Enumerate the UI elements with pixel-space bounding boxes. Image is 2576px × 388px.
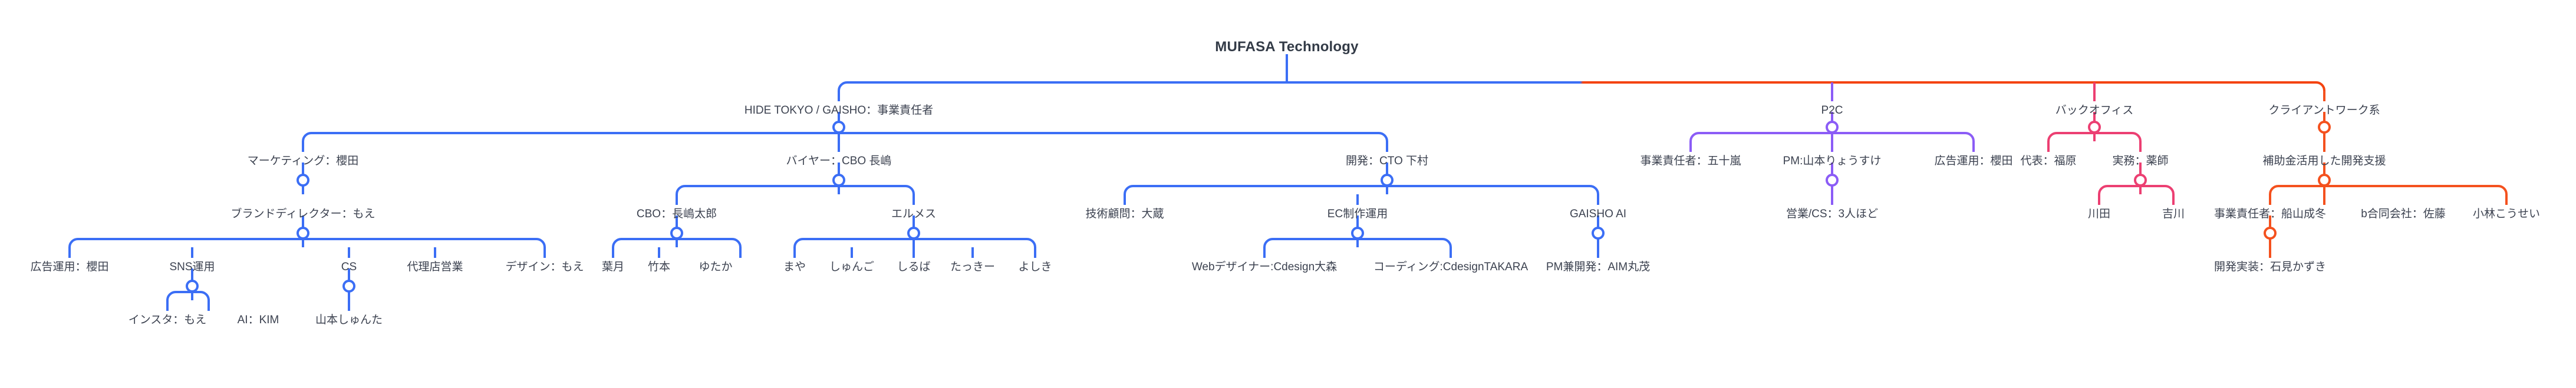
node-gaisho-ai[interactable]: GAISHO AI: [1570, 208, 1626, 220]
node-yutaka[interactable]: ゆたか: [699, 261, 732, 273]
node-backoffice-ops-label: 実務：薬師: [2112, 155, 2169, 167]
node-cw-bgodo[interactable]: b合同会社：佐藤: [2361, 208, 2446, 220]
node-takemoto[interactable]: 竹本: [648, 261, 670, 273]
node-coding-label: コーディング:CdesignTAKARA: [1373, 261, 1529, 273]
node-cw-impl[interactable]: 開発実装：石見かずき: [2214, 261, 2326, 273]
node-p2c-lead-label: 事業責任者：五十嵐: [1640, 155, 1741, 167]
node-hazuki[interactable]: 葉月: [602, 261, 624, 273]
node-marketing-label: マーケティング：櫻田: [247, 155, 359, 167]
node-tech-advisor-label: 技術顧問：大蔵: [1085, 208, 1164, 220]
node-hide-tokyo-label: HIDE TOKYO / GAISHO：事業責任者: [744, 104, 934, 117]
node-web-designer-label: Webデザイナー:Cdesign大森: [1191, 261, 1338, 273]
node-tech-advisor[interactable]: 技術顧問：大蔵: [1085, 208, 1164, 220]
node-kawada[interactable]: 川田: [2088, 208, 2110, 220]
node-ads-sakurada-label: 広告運用：櫻田: [30, 261, 109, 273]
node-backoffice[interactable]: バックオフィス: [2055, 105, 2134, 116]
node-cw-kobayashi-label: 小林こうせい: [2472, 208, 2541, 220]
node-dev[interactable]: 開発：CTO 下村: [1346, 155, 1428, 167]
node-cw-lead[interactable]: 事業責任者：船山成冬: [2214, 208, 2326, 220]
node-pm-dev-label: PM兼開発：AIM丸茂: [1546, 261, 1651, 273]
node-yoshiki-label: よしき: [1018, 261, 1052, 273]
node-buyer-label: バイヤー：CBO 長嶋: [786, 155, 892, 167]
node-shiruba-label: しるば: [897, 261, 931, 273]
node-insta-moe[interactable]: インスタ：もえ: [129, 314, 207, 326]
node-cw-impl-label: 開発実装：石見かずき: [2213, 261, 2327, 273]
node-yoshiki[interactable]: よしき: [1018, 261, 1052, 273]
node-hermes-label: エルメス: [891, 208, 937, 220]
node-p2c-pm-label: PM:山本りょうすけ: [1783, 155, 1882, 167]
node-clientwork-label: クライアントワーク系: [2268, 104, 2380, 117]
node-p2c-lead[interactable]: 事業責任者：五十嵐: [1640, 155, 1741, 167]
node-design-moe-label: デザイン：もえ: [505, 261, 584, 273]
node-cs-label: CS: [341, 261, 357, 273]
node-p2c-label: P2C: [1821, 104, 1843, 117]
node-cw-bgodo-label: b合同会社：佐藤: [2361, 208, 2446, 220]
node-yamamoto-shunta-label: 山本しゅんた: [315, 314, 383, 326]
node-ec-production[interactable]: EC制作運用: [1327, 208, 1388, 220]
node-dev-label: 開発：CTO 下村: [1345, 155, 1429, 167]
node-root[interactable]: MUFASA Technology: [1215, 40, 1358, 54]
node-pm-dev[interactable]: PM兼開発：AIM丸茂: [1546, 261, 1650, 273]
node-root-label: MUFASA Technology: [1215, 39, 1359, 55]
node-cbo-nagashima[interactable]: CBO：長嶋太郎: [637, 208, 717, 220]
node-sns[interactable]: SNS運用: [169, 261, 215, 273]
node-maya[interactable]: まや: [783, 261, 806, 273]
node-backoffice-rep-label: 代表：福原: [2020, 155, 2077, 167]
node-p2c[interactable]: P2C: [1821, 105, 1843, 116]
node-cs[interactable]: CS: [341, 261, 357, 273]
node-ec-production-label: EC制作運用: [1327, 208, 1388, 220]
node-hermes[interactable]: エルメス: [891, 208, 936, 220]
node-clientwork[interactable]: クライアントワーク系: [2268, 105, 2380, 116]
node-yoshikawa-label: 吉川: [2162, 208, 2185, 220]
node-ai-kim[interactable]: AI：KIM: [238, 314, 279, 326]
node-sns-label: SNS運用: [169, 261, 215, 273]
node-brand-director[interactable]: ブランドディレクター：もえ: [231, 208, 375, 220]
node-design-moe[interactable]: デザイン：もえ: [505, 261, 584, 273]
node-p2c-sales-label: 営業/CS：3人ほど: [1786, 208, 1879, 220]
node-hazuki-label: 葉月: [601, 261, 625, 273]
node-cw-kobayashi[interactable]: 小林こうせい: [2473, 208, 2540, 220]
node-cbo-nagashima-label: CBO：長嶋太郎: [636, 208, 717, 220]
node-kawada-label: 川田: [2087, 208, 2111, 220]
node-takemoto-label: 竹本: [647, 261, 671, 273]
node-coding[interactable]: コーディング:CdesignTAKARA: [1373, 261, 1528, 273]
node-ai-kim-label: AI：KIM: [237, 314, 279, 326]
node-shungo[interactable]: しゅんご: [829, 261, 874, 273]
node-buyer[interactable]: バイヤー：CBO 長嶋: [786, 155, 892, 167]
node-insta-moe-label: インスタ：もえ: [128, 314, 207, 326]
node-p2c-sales[interactable]: 営業/CS：3人ほど: [1786, 208, 1878, 220]
node-cw-lead-label: 事業責任者：船山成冬: [2213, 208, 2327, 220]
node-takkii-label: たっきー: [950, 261, 996, 273]
node-shiruba[interactable]: しるば: [897, 261, 930, 273]
node-web-designer[interactable]: Webデザイナー:Cdesign大森: [1192, 261, 1337, 273]
node-agency-sales-label: 代理店営業: [407, 261, 463, 273]
node-cw-support[interactable]: 補助金活用した開発支援: [2262, 155, 2386, 167]
node-p2c-pm[interactable]: PM:山本りょうすけ: [1783, 155, 1882, 167]
node-ads-sakurada[interactable]: 広告運用：櫻田: [30, 261, 108, 273]
node-agency-sales[interactable]: 代理店営業: [407, 261, 463, 273]
node-maya-label: まや: [783, 261, 806, 273]
node-takkii[interactable]: たっきー: [950, 261, 995, 273]
node-hide-tokyo[interactable]: HIDE TOKYO / GAISHO：事業責任者: [745, 105, 933, 116]
node-p2c-ads[interactable]: 広告運用：櫻田: [1934, 155, 2012, 167]
node-marketing[interactable]: マーケティング：櫻田: [248, 155, 358, 167]
node-backoffice-rep[interactable]: 代表：福原: [2020, 155, 2076, 167]
node-yoshikawa[interactable]: 吉川: [2162, 208, 2185, 220]
node-cw-support-label: 補助金活用した開発支援: [2262, 155, 2386, 167]
node-yutaka-label: ゆたか: [699, 261, 733, 273]
node-shungo-label: しゅんご: [829, 261, 875, 273]
node-backoffice-label: バックオフィス: [2055, 104, 2134, 117]
node-yamamoto-shunta[interactable]: 山本しゅんた: [315, 314, 383, 326]
node-p2c-ads-label: 広告運用：櫻田: [1934, 155, 2013, 167]
node-backoffice-ops[interactable]: 実務：薬師: [2112, 155, 2168, 167]
node-gaisho-ai-label: GAISHO AI: [1569, 208, 1627, 220]
node-brand-director-label: ブランドディレクター：もえ: [230, 208, 375, 220]
